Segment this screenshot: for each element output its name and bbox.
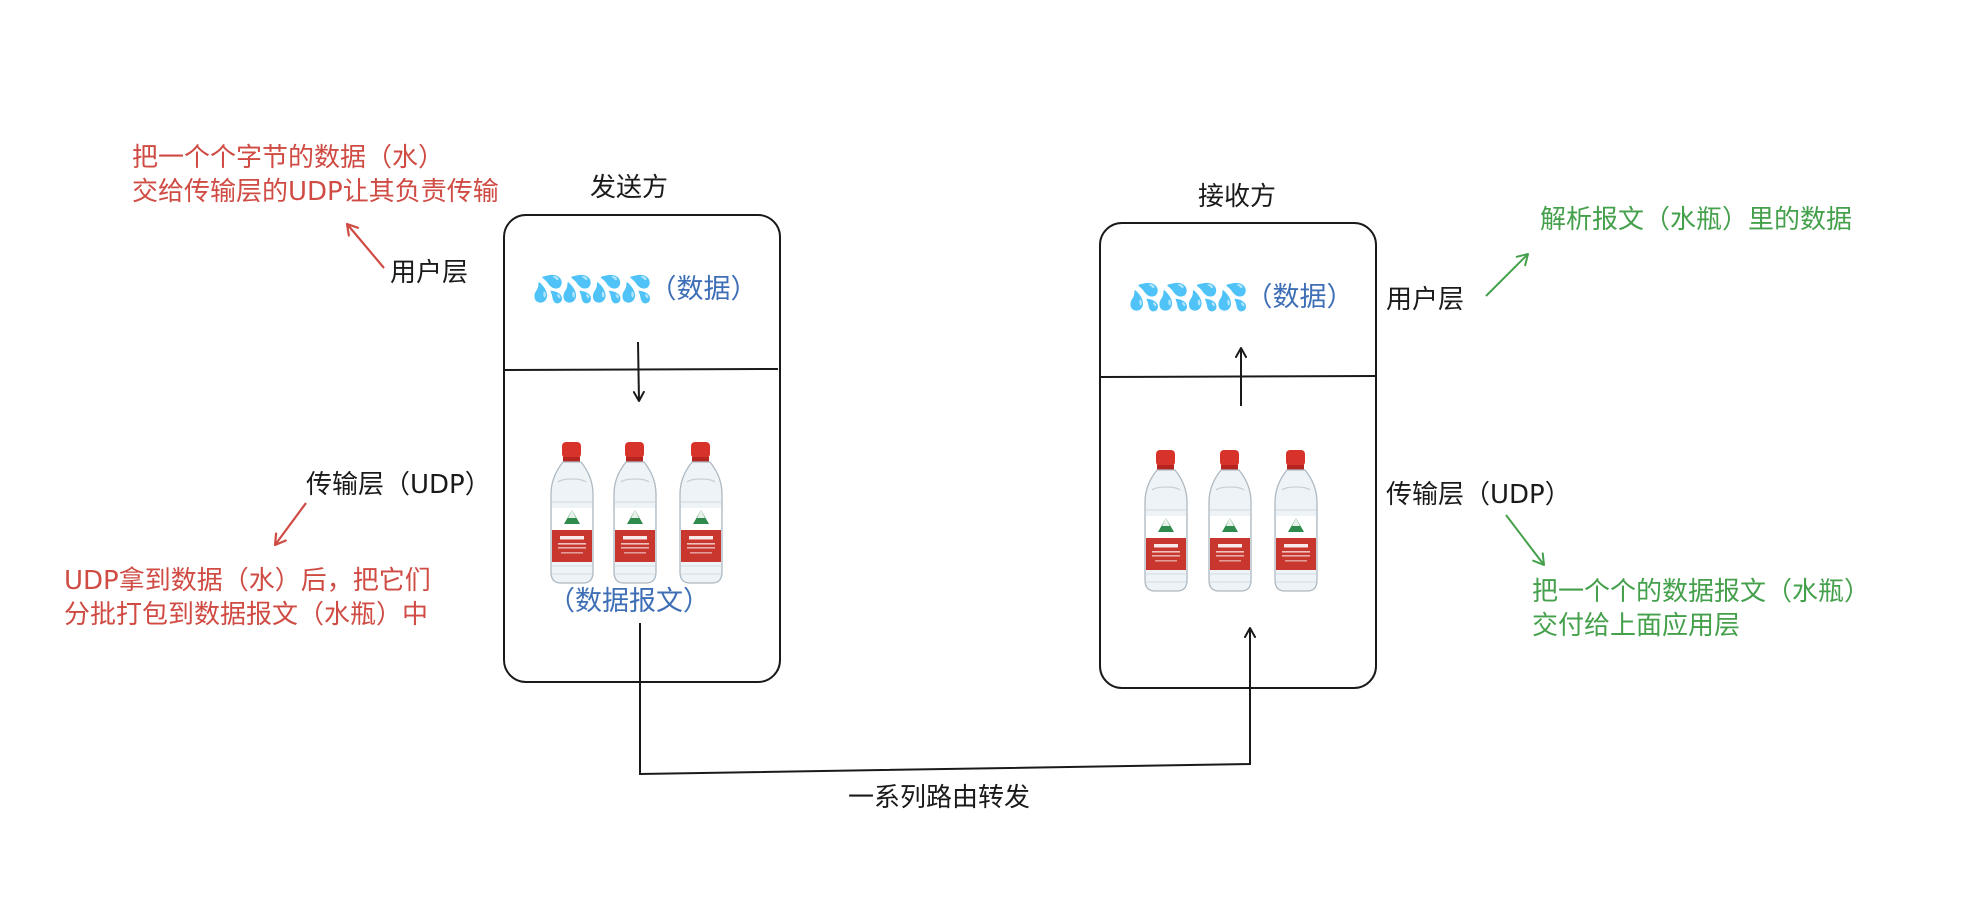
sender-box bbox=[503, 214, 781, 683]
receiver-title: 接收方 bbox=[1198, 182, 1277, 212]
receiver-user-layer-label: 用户层 bbox=[1386, 285, 1465, 315]
receiver-transport-note-line1: 把一个个的数据报文（水瓶） bbox=[1532, 577, 1871, 607]
water-bottle-icon bbox=[613, 441, 657, 584]
sender-title: 发送方 bbox=[590, 173, 669, 203]
water-bottle-icon bbox=[1208, 449, 1252, 592]
sender-transport-note-arrow bbox=[275, 502, 307, 545]
sender-user-note-line2: 交给传输层的UDP让其负责传输 bbox=[132, 177, 499, 207]
sender-transport-layer-label: 传输层（UDP） bbox=[306, 470, 491, 500]
receiver-water-label: （数据） bbox=[1245, 282, 1354, 313]
water-drops-icon: 💦💦💦💦 bbox=[1128, 283, 1248, 313]
sender-water-label: （数据） bbox=[649, 274, 758, 305]
sender-user-note-line1: 把一个个字节的数据（水） bbox=[132, 143, 445, 173]
route-connector bbox=[639, 623, 1256, 776]
receiver-water-row: 💦💦💦💦（数据） bbox=[1128, 281, 1354, 315]
receiver-divider bbox=[1099, 375, 1377, 378]
water-bottle-icon bbox=[1274, 449, 1318, 592]
water-bottle-icon bbox=[679, 441, 723, 584]
sender-water-row: 💦💦💦💦（数据） bbox=[532, 273, 758, 307]
receiver-box bbox=[1099, 222, 1377, 689]
receiver-user-note: 解析报文（水瓶）里的数据 bbox=[1540, 205, 1853, 235]
sender-transport-note-line1: UDP拿到数据（水）后，把它们 bbox=[64, 566, 431, 596]
receiver-transport-note-arrow bbox=[1505, 514, 1545, 566]
water-bottle-icon bbox=[550, 441, 594, 584]
receiver-transport-note-line2: 交付给上面应用层 bbox=[1532, 611, 1741, 641]
route-label: 一系列路由转发 bbox=[848, 783, 1031, 813]
sender-divider bbox=[503, 368, 779, 371]
water-bottle-icon bbox=[1144, 449, 1188, 592]
sender-down-arrow bbox=[632, 341, 645, 402]
receiver-transport-layer-label: 传输层（UDP） bbox=[1386, 480, 1571, 510]
sender-transport-note-line2: 分批打包到数据报文（水瓶）中 bbox=[64, 600, 429, 630]
sender-user-layer-label: 用户层 bbox=[390, 258, 469, 288]
water-drops-icon: 💦💦💦💦 bbox=[532, 275, 652, 305]
sender-user-note-arrow bbox=[347, 224, 385, 269]
receiver-user-note-arrow bbox=[1485, 253, 1529, 297]
sender-packet-label: （数据报文） bbox=[548, 586, 710, 617]
